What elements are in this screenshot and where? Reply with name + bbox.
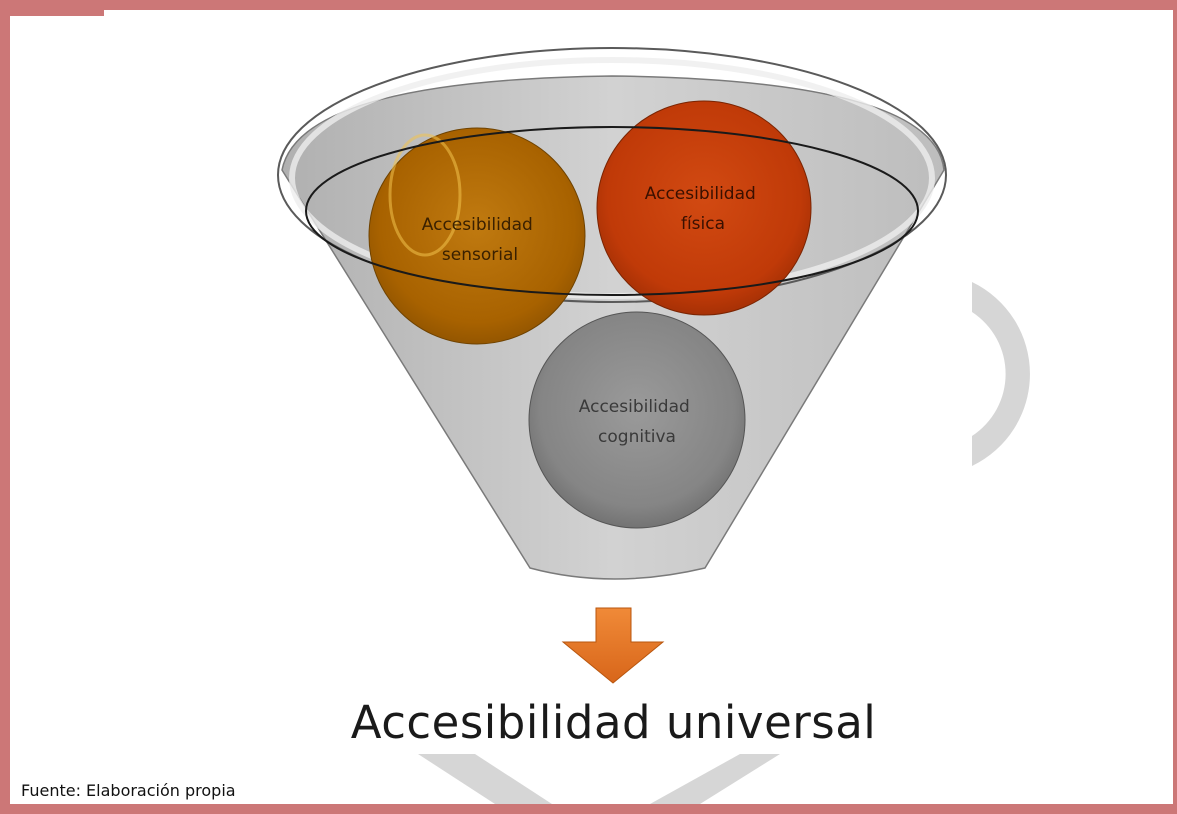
source-caption: Fuente: Elaboración propia bbox=[21, 781, 236, 800]
watermark-arc bbox=[972, 282, 1030, 466]
frame-right-border bbox=[1173, 0, 1177, 814]
label-fisica-line2: física bbox=[681, 214, 725, 234]
ball-cognitiva bbox=[528, 311, 746, 529]
label-cognitiva: Accesibilidad cognitiva bbox=[579, 397, 695, 447]
funnel-outer-rim bbox=[277, 47, 947, 303]
result-title: Accesibilidad universal bbox=[350, 696, 877, 749]
label-cognitiva-line2: cognitiva bbox=[598, 427, 676, 447]
label-sensorial-line1: Accesibilidad bbox=[422, 215, 533, 235]
ball-fisica bbox=[596, 100, 812, 316]
label-fisica-line1: Accesibilidad bbox=[645, 184, 756, 204]
label-cognitiva-line1: Accesibilidad bbox=[579, 397, 690, 417]
label-sensorial-line2: sensorial bbox=[442, 245, 518, 265]
frame-left-border bbox=[0, 0, 10, 814]
frame-corner-tab bbox=[0, 0, 104, 16]
label-fisica: Accesibilidad física bbox=[645, 184, 761, 234]
funnel-inner-rim bbox=[305, 126, 919, 296]
watermark-stroke-right bbox=[650, 754, 780, 804]
ball-sensorial-highlight bbox=[388, 133, 462, 257]
watermark-stroke-left bbox=[418, 754, 552, 804]
frame-bottom-border bbox=[0, 804, 1177, 814]
frame-top-border bbox=[0, 0, 1177, 10]
down-arrow-icon bbox=[561, 607, 665, 684]
ball-sensorial bbox=[368, 127, 586, 345]
label-sensorial: Accesibilidad sensorial bbox=[422, 215, 538, 265]
